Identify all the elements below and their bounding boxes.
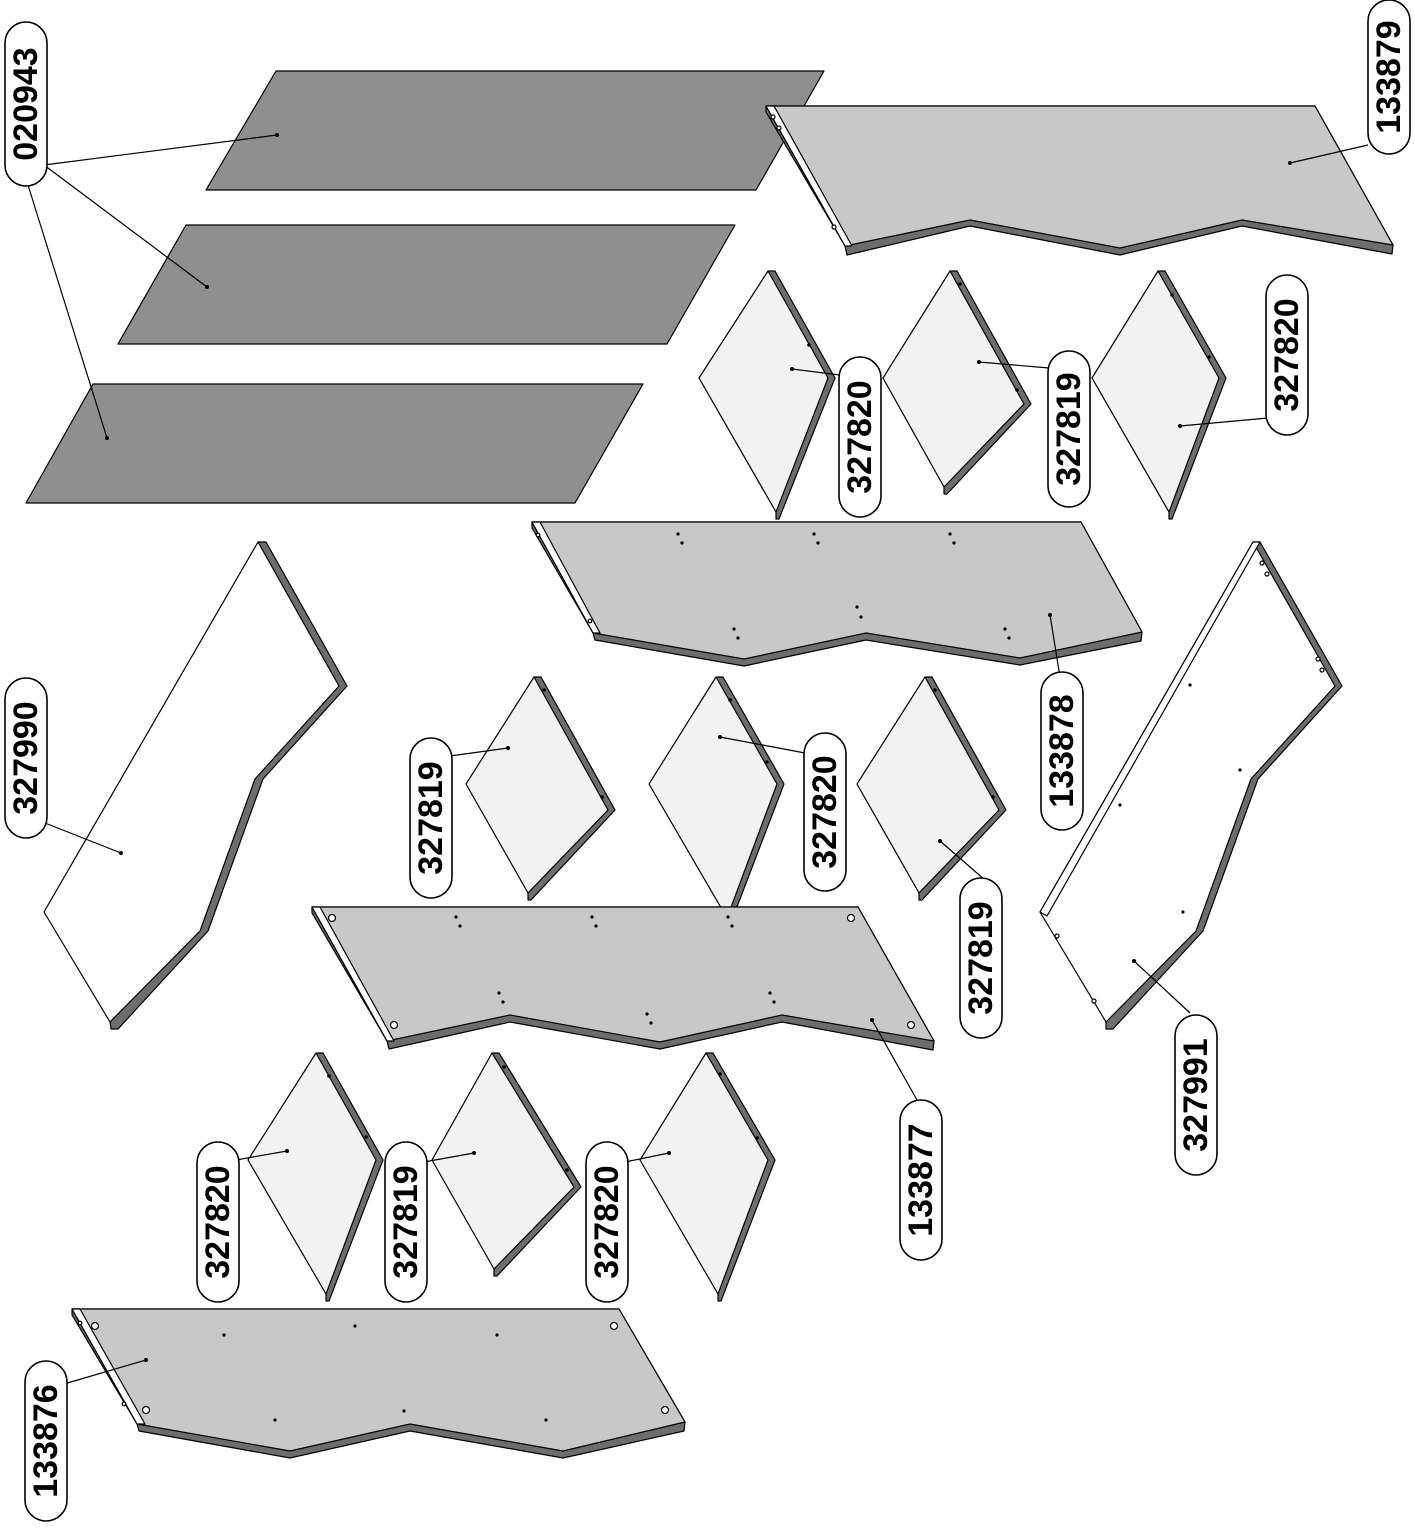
glass-panel-2	[117, 224, 736, 345]
part-number-label: 327820	[199, 1165, 237, 1278]
callout-shelf-row3-b: 327819	[384, 1141, 428, 1303]
left-side-panel-327990	[43, 541, 348, 1030]
part-number-label: 327820	[806, 755, 844, 868]
callout-shelf-row2-c: 327819	[959, 877, 1003, 1039]
callout-shelf-row1-a: 327820	[838, 356, 882, 518]
shelf-row3-c	[639, 1052, 776, 1302]
part-number-label: 327820	[1268, 298, 1306, 411]
part-number-label: 020943	[7, 47, 45, 160]
shelf-row2-a	[465, 676, 616, 901]
callout-top-board-1: 133879	[1367, 0, 1411, 155]
callout-right-side-panel: 327991	[1174, 1014, 1218, 1176]
shelf-row1-b	[882, 270, 1032, 495]
part-number-label: 133876	[27, 1384, 65, 1497]
callout-middle-board-1: 133878	[1040, 671, 1084, 831]
shelf-row3-b	[431, 1052, 582, 1277]
bottom-board-133876	[71, 1308, 686, 1459]
part-number-label: 327991	[1177, 1038, 1215, 1151]
part-number-label: 327819	[962, 901, 1000, 1014]
part-number-label: 327819	[387, 1165, 425, 1278]
callout-shelf-row1-c: 327820	[1265, 274, 1309, 436]
shelf-row1-a	[698, 270, 836, 520]
part-number-label: 133878	[1043, 694, 1081, 807]
callout-middle-board-2: 133877	[899, 1099, 943, 1261]
middle-board-133877	[311, 906, 935, 1051]
middle-board-133878	[531, 521, 1143, 667]
shelf-row2-b	[648, 676, 785, 926]
shelf-row1-c	[1091, 270, 1227, 520]
part-number-label: 327820	[588, 1165, 626, 1278]
leader-lines	[27, 133, 1369, 1385]
part-number-label: 327819	[1050, 372, 1088, 485]
part-number-label: 327990	[7, 701, 45, 814]
shelf-row3-a	[247, 1052, 384, 1302]
part-number-label: 327820	[841, 380, 879, 493]
callout-bottom-board: 133876	[24, 1360, 68, 1522]
shelf-row2-c	[856, 676, 1007, 901]
callout-shelf-row1-b: 327819	[1047, 350, 1091, 508]
part-number-label: 327819	[412, 761, 450, 874]
top-board-133879	[765, 105, 1394, 256]
callout-glass-tops: 020943	[4, 21, 48, 187]
right-side-panel-327991	[1039, 541, 1343, 1030]
callout-shelf-row2-a: 327819	[409, 737, 453, 899]
callout-shelf-row3-a: 327820	[196, 1141, 240, 1303]
part-number-label: 133877	[902, 1123, 940, 1236]
callout-shelf-row2-b: 327820	[803, 732, 847, 892]
glass-panel-3	[25, 383, 644, 504]
glass-panel-1	[205, 70, 825, 191]
part-number-label: 133879	[1370, 20, 1408, 133]
callout-left-side-panel: 327990	[4, 677, 48, 839]
callout-shelf-row3-c: 327820	[585, 1141, 629, 1303]
